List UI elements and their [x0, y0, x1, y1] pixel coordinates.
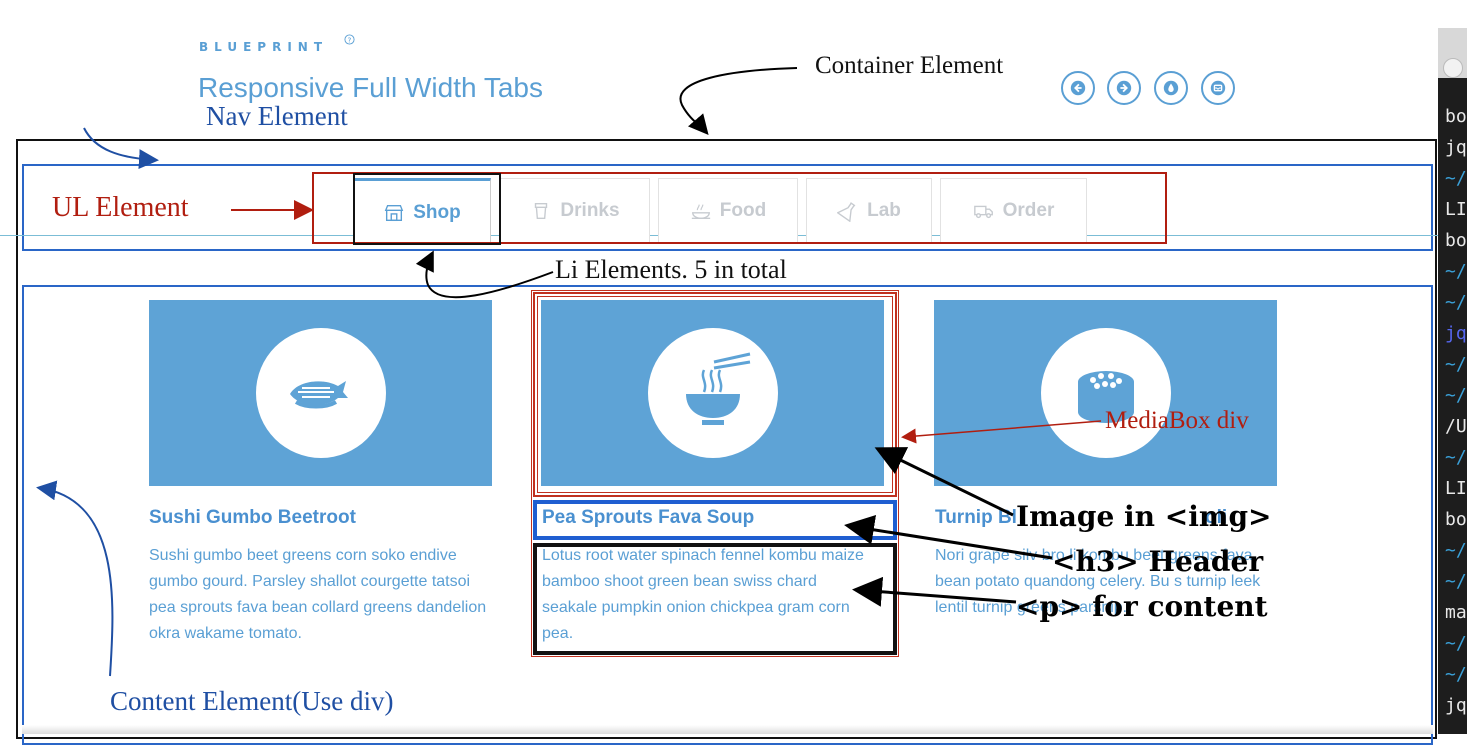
- bottom-shadow: [22, 725, 1433, 734]
- card-image-sushi: [149, 300, 492, 486]
- tab-label: Shop: [413, 201, 461, 223]
- annotation-ul: UL Element: [52, 192, 189, 223]
- terminal-window-strip: [1438, 28, 1467, 734]
- terminal-line: jq: [1445, 323, 1467, 344]
- tab-label: Order: [1002, 200, 1055, 221]
- terminal-line: ~/: [1445, 261, 1467, 282]
- annotation-img: Image in <img>: [1016, 500, 1272, 533]
- inbox-icon: [1210, 80, 1226, 96]
- card-text: Lotus root water spinach fennel kombu ma…: [542, 547, 864, 642]
- sushi-icon: [1077, 371, 1134, 423]
- card-image-noodles: [541, 300, 884, 486]
- truck-icon: [973, 205, 993, 219]
- li-element-outline: [353, 173, 501, 245]
- annotation-mediabox: MediaBox div: [1105, 407, 1249, 434]
- drop-button[interactable]: [1154, 71, 1188, 105]
- terminal-line: ~/: [1445, 664, 1467, 685]
- terminal-line: ~/: [1445, 571, 1467, 592]
- tab-label: Food: [719, 200, 767, 221]
- brand-sup-icon: ?: [344, 34, 355, 48]
- card-image-sushi-roll: [934, 300, 1277, 486]
- annotation-p: <p> for content: [1016, 590, 1268, 623]
- terminal-line: ma: [1445, 602, 1467, 623]
- brand-logo-text: BLUEPRINT: [199, 40, 329, 54]
- terminal-line: bo: [1445, 230, 1467, 251]
- terminal-line: bo: [1445, 509, 1467, 530]
- next-button[interactable]: [1107, 71, 1141, 105]
- terminal-line: ~/: [1445, 168, 1467, 189]
- nav-element-outline: [22, 164, 1433, 251]
- tab-food[interactable]: Food: [658, 178, 798, 244]
- cup-icon: [535, 202, 548, 220]
- food-icon: [691, 204, 710, 220]
- card-title-tail: oli: [1204, 507, 1228, 528]
- terminal-line: ~/: [1445, 385, 1467, 406]
- terminal-line: ~/: [1445, 633, 1467, 654]
- fish-icon: [289, 381, 348, 409]
- arrow-left-icon: [1070, 80, 1086, 96]
- tab-label: Drinks: [560, 200, 620, 221]
- terminal-line: jq: [1445, 695, 1467, 716]
- prev-button[interactable]: [1061, 71, 1095, 105]
- tab-order[interactable]: Order: [940, 178, 1087, 244]
- arrow-right-icon: [1116, 80, 1132, 96]
- annotation-h3: <h3> Header: [1052, 545, 1264, 578]
- terminal-line: ~/: [1445, 292, 1467, 313]
- window-control-icon[interactable]: [1443, 58, 1463, 78]
- noodle-bowl-icon: [685, 352, 750, 425]
- drop-icon: [1163, 80, 1179, 96]
- inbox-button[interactable]: [1201, 71, 1235, 105]
- terminal-line: ~/: [1445, 540, 1467, 561]
- card-text: Sushi gumbo beet greens corn soko endive…: [149, 547, 487, 642]
- h3-outline: [533, 500, 897, 540]
- mediabox-outline: [533, 292, 897, 497]
- shop-icon: [384, 204, 404, 221]
- terminal-line: LI: [1445, 199, 1467, 220]
- tab-shop[interactable]: Shop: [353, 178, 491, 244]
- img-outline: [537, 296, 893, 493]
- svg-text:?: ?: [348, 35, 352, 44]
- terminal-line: bo: [1445, 106, 1467, 127]
- card-title: Turnip Bl oli: [935, 507, 1227, 529]
- tab-drinks[interactable]: Drinks: [500, 178, 650, 244]
- terminal-line: ~/: [1445, 354, 1467, 375]
- terminal-line: ~/: [1445, 447, 1467, 468]
- terminal-line: jq: [1445, 137, 1467, 158]
- terminal-line: LI: [1445, 478, 1467, 499]
- card-title: Sushi Gumbo Beetroot: [149, 507, 356, 528]
- annotation-content: Content Element(Use div): [110, 686, 394, 716]
- terminal-line: /U: [1445, 416, 1467, 437]
- tab-lab[interactable]: Lab: [806, 178, 932, 244]
- card-title-head: Turnip Bl: [935, 507, 1017, 528]
- lab-icon: [837, 202, 856, 222]
- card-title: Pea Sprouts Fava Soup: [542, 507, 755, 528]
- annotation-nav: Nav Element: [206, 101, 348, 131]
- p-outline: [533, 543, 897, 655]
- tab-label: Lab: [867, 200, 901, 221]
- page-title: Responsive Full Width Tabs: [198, 72, 543, 103]
- annotation-li: Li Elements. 5 in total: [555, 255, 787, 284]
- annotation-container: Container Element: [815, 52, 1004, 79]
